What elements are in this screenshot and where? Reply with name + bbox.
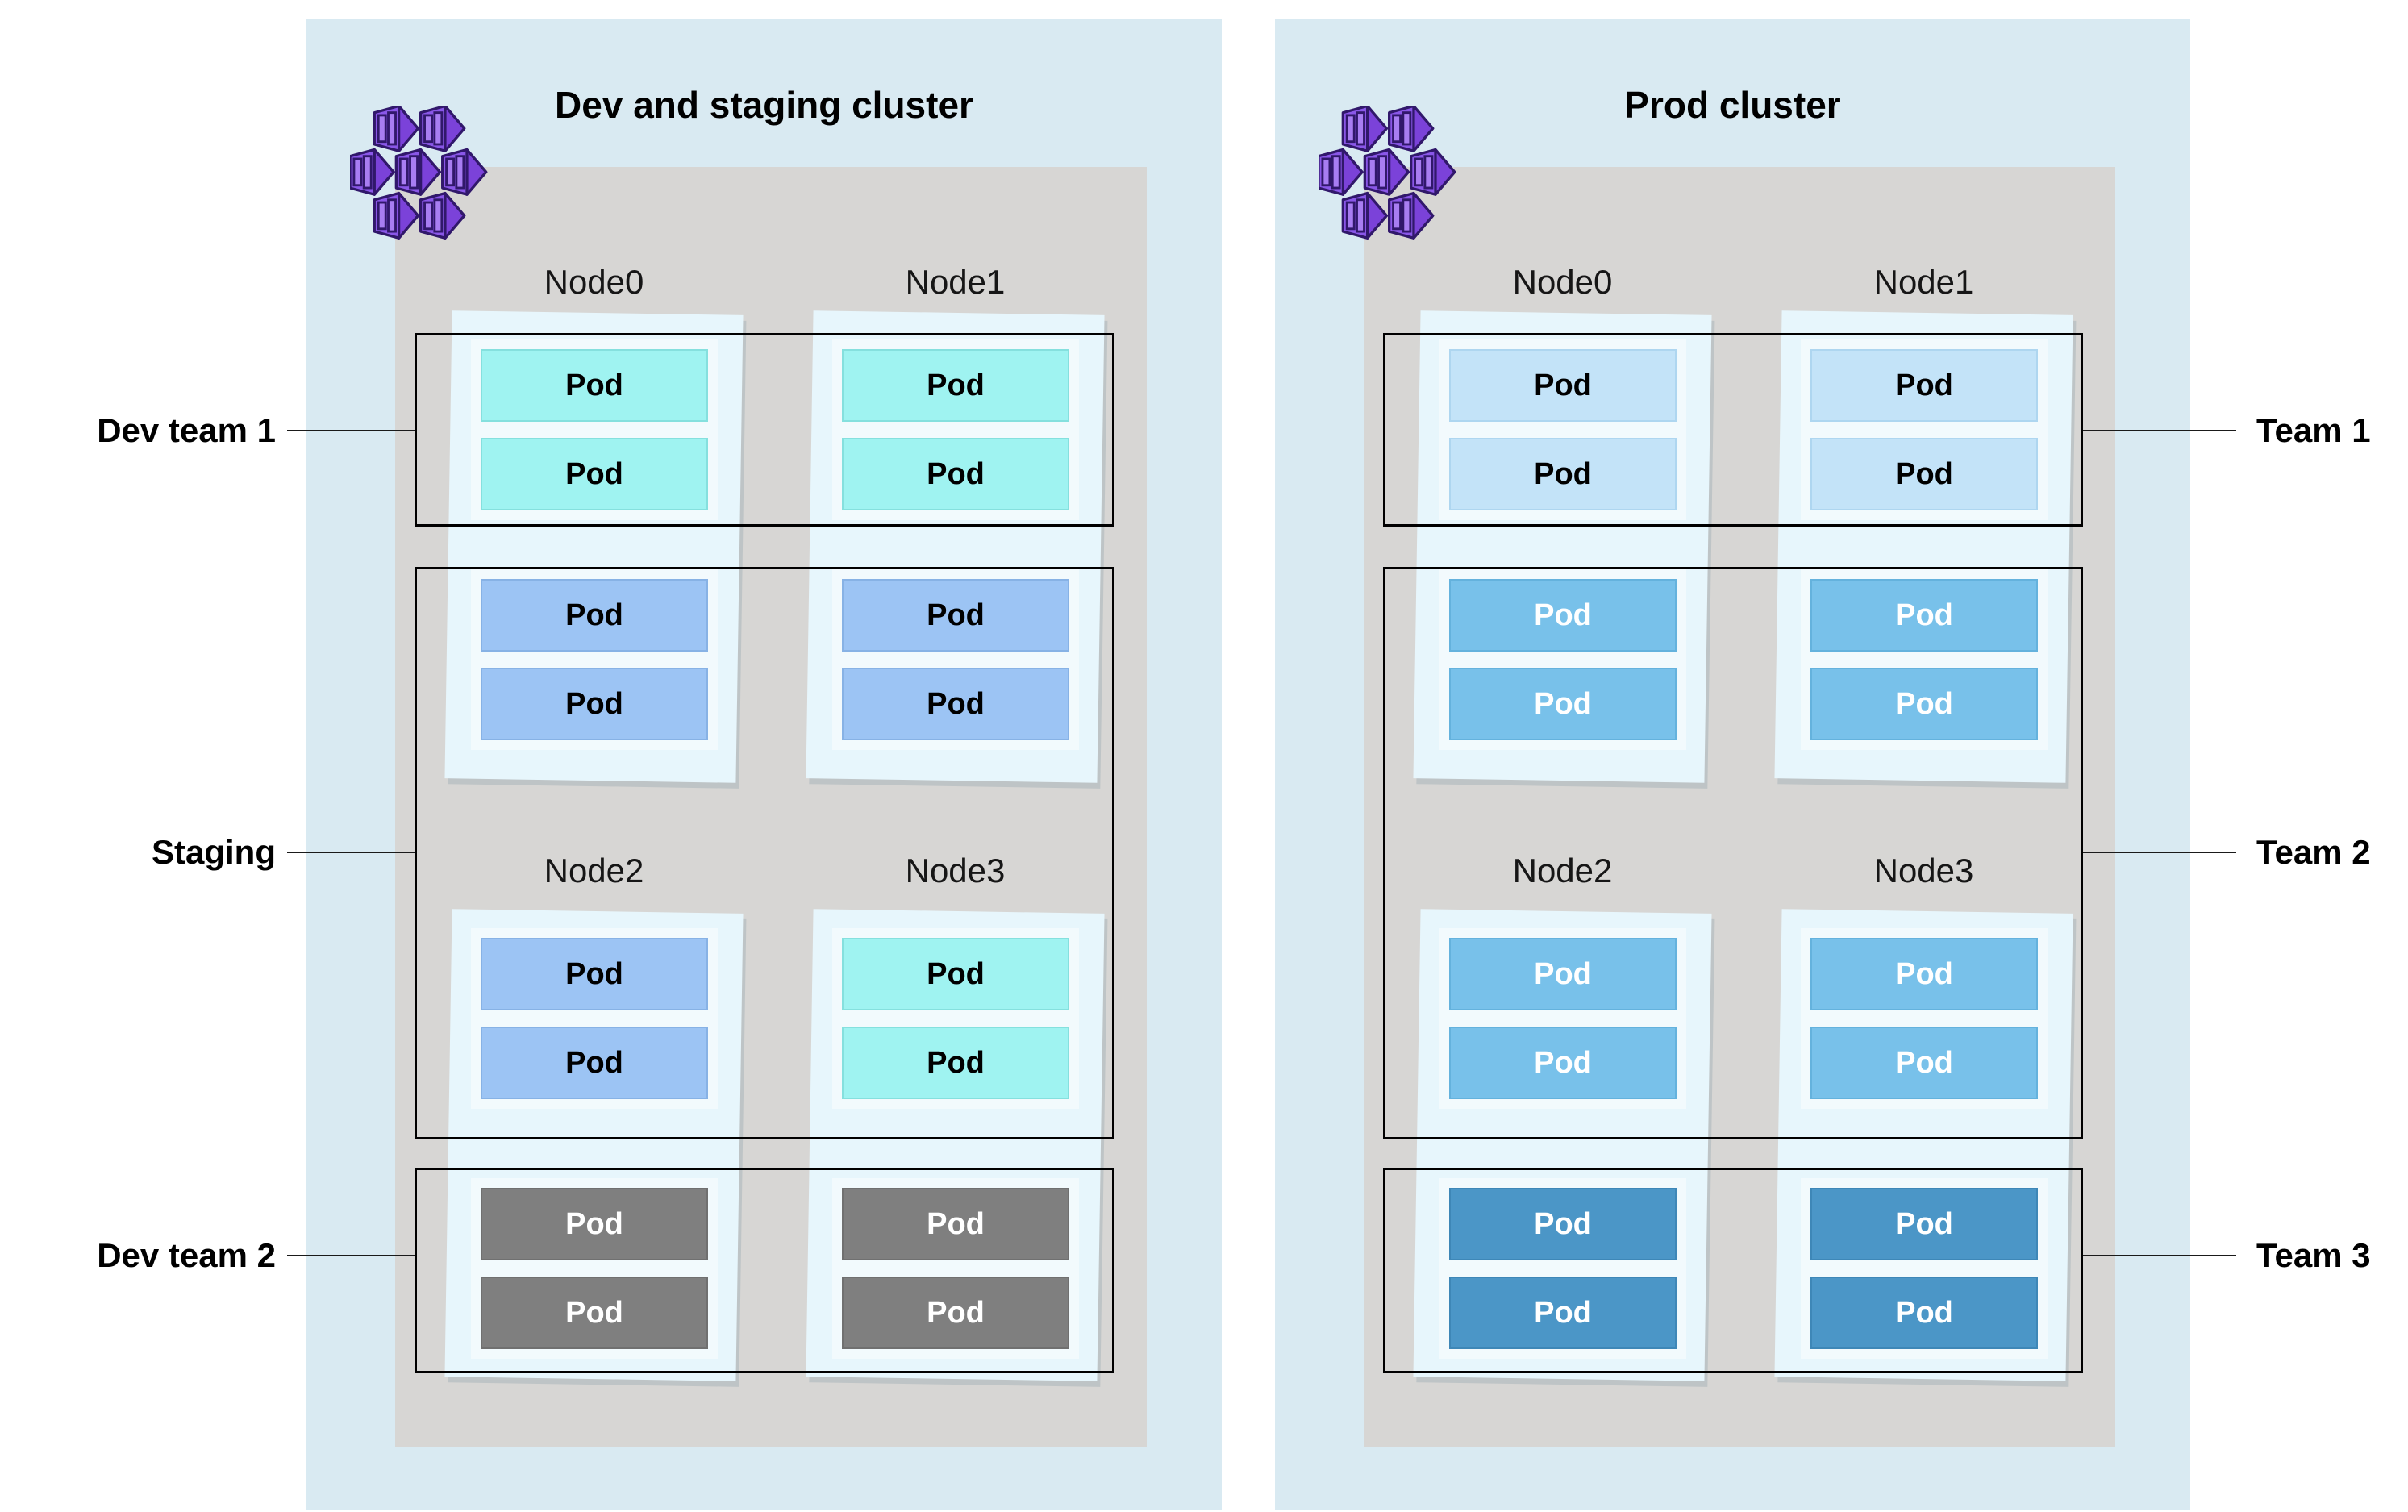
node1-label: Node1	[1873, 263, 1974, 301]
team1-box	[1383, 333, 2083, 527]
node2-label: Node2	[544, 852, 644, 889]
pod: Pod	[1449, 438, 1677, 510]
dev-team1-box	[415, 333, 1114, 527]
dev-staging-cluster: Dev and staging cluster Node0 Node1 Node…	[306, 19, 1222, 1510]
node3-label: Node3	[905, 852, 1006, 889]
pod: Pod	[1810, 438, 2038, 510]
pod: Pod	[1810, 938, 2038, 1010]
pod: Pod	[481, 438, 708, 510]
pod: Pod	[481, 349, 708, 422]
team2-box	[1383, 567, 2083, 1139]
pod: Pod	[481, 1188, 708, 1260]
pod: Pod	[842, 579, 1069, 652]
pod: Pod	[1810, 1027, 2038, 1099]
prod-cluster-title: Prod cluster	[1624, 84, 1841, 126]
team2-label: Team 2	[2256, 833, 2371, 871]
pod: Pod	[1449, 579, 1677, 652]
pod: Pod	[1449, 1188, 1677, 1260]
pod: Pod	[1449, 668, 1677, 740]
pod: Pod	[842, 1027, 1069, 1099]
pod: Pod	[842, 1188, 1069, 1260]
pod: Pod	[1810, 1188, 2038, 1260]
node2-label: Node2	[1512, 852, 1613, 889]
pod: Pod	[1449, 1027, 1677, 1099]
pod: Pod	[481, 1027, 708, 1099]
pod: Pod	[842, 349, 1069, 422]
aks-cluster-icon	[350, 106, 488, 240]
node1-label: Node1	[905, 263, 1006, 301]
staging-box	[415, 567, 1114, 1139]
team2-connector-line	[2083, 852, 2236, 853]
pod: Pod	[481, 579, 708, 652]
pod: Pod	[1449, 349, 1677, 422]
prod-cluster: Prod cluster Node0 Node1 Node2 Node3 Pod…	[1275, 19, 2190, 1510]
team3-label: Team 3	[2256, 1236, 2371, 1274]
team3-box	[1383, 1168, 2083, 1373]
dev-staging-cluster-title: Dev and staging cluster	[555, 84, 973, 126]
dev-team1-label: Dev team 1	[97, 411, 276, 449]
pod: Pod	[842, 668, 1069, 740]
staging-label: Staging	[152, 833, 276, 871]
pod: Pod	[1810, 668, 2038, 740]
pod: Pod	[1810, 579, 2038, 652]
pod: Pod	[481, 938, 708, 1010]
pod: Pod	[1810, 349, 2038, 422]
staging-connector-line	[287, 852, 415, 853]
node0-label: Node0	[1512, 263, 1613, 301]
pod: Pod	[1810, 1277, 2038, 1349]
team1-connector-line	[2083, 430, 2236, 431]
team1-label: Team 1	[2256, 411, 2371, 449]
dev-team1-connector-line	[287, 430, 415, 431]
dev-team2-connector-line	[287, 1255, 415, 1256]
pod: Pod	[842, 1277, 1069, 1349]
pod: Pod	[842, 938, 1069, 1010]
pod: Pod	[1449, 938, 1677, 1010]
team3-connector-line	[2083, 1255, 2236, 1256]
pod: Pod	[842, 438, 1069, 510]
dev-team2-box	[415, 1168, 1114, 1373]
pod: Pod	[1449, 1277, 1677, 1349]
aks-cluster-icon	[1319, 106, 1456, 240]
node3-label: Node3	[1873, 852, 1974, 889]
pod: Pod	[481, 668, 708, 740]
dev-team2-label: Dev team 2	[97, 1236, 276, 1274]
pod: Pod	[481, 1277, 708, 1349]
node0-label: Node0	[544, 263, 644, 301]
